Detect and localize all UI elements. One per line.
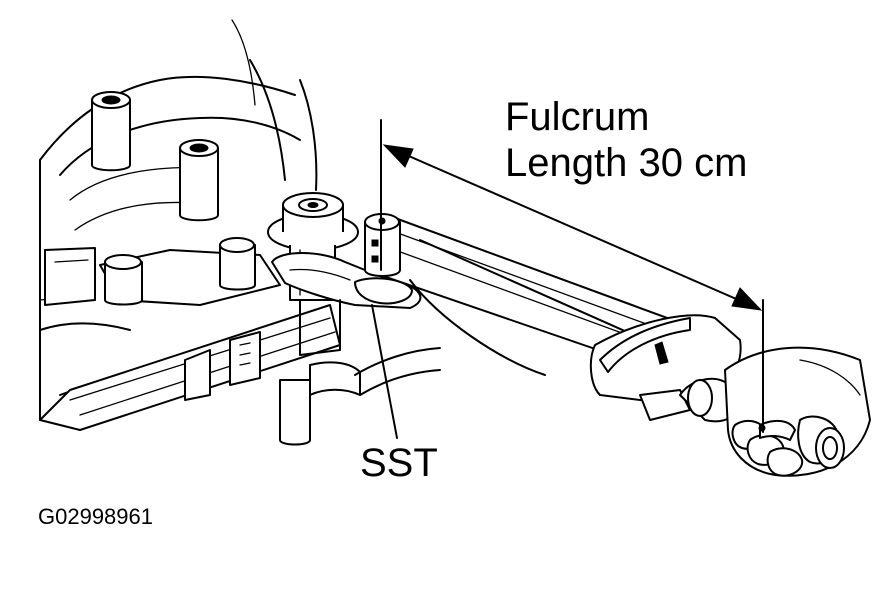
- torque-wrench: [364, 213, 746, 423]
- sst-label: SST: [360, 441, 438, 485]
- sst-tool: [271, 252, 422, 356]
- sst-leader-line: [371, 304, 398, 439]
- fulcrum-dimension: [380, 119, 764, 433]
- fulcrum-length-label: Length 30 cm: [505, 141, 748, 185]
- fulcrum-label: Fulcrum: [505, 95, 650, 139]
- fuel-rail: [39, 237, 441, 446]
- intake-tube-1: [91, 91, 131, 172]
- figure-id: G02998961: [38, 504, 153, 529]
- engine-block: [39, 19, 318, 421]
- dimension-line: [394, 149, 751, 306]
- arrow-right-icon: [731, 287, 763, 311]
- arrow-left-icon: [382, 144, 414, 168]
- hand: [724, 346, 871, 477]
- intake-tube-2: [179, 139, 219, 222]
